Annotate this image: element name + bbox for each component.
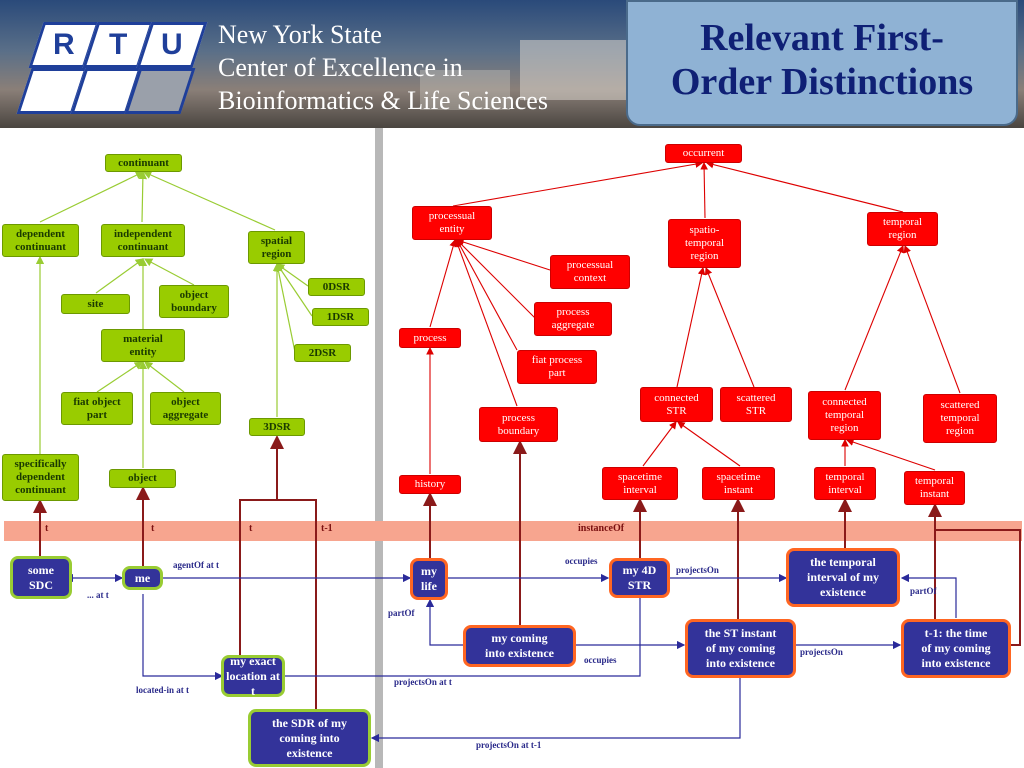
node-process: process — [399, 328, 461, 348]
label-occupies-top: occupies — [565, 556, 598, 566]
title-line-2: Order Distinctions — [670, 61, 974, 103]
instance-of-band — [4, 521, 1022, 541]
node-scattered-str: scattered STR — [720, 387, 792, 422]
node-dependent-continuant: dependent continuant — [2, 224, 79, 257]
label-located-in: located-in at t — [136, 685, 189, 695]
node-temporal-region: temporal region — [867, 212, 938, 246]
node-temporal-interval: temporal interval — [814, 467, 876, 500]
slide-title: Relevant First- Order Distinctions — [626, 0, 1018, 126]
band-label-t-1: t — [45, 523, 49, 534]
instance-me: me — [122, 566, 163, 590]
node-processual-context: processual context — [550, 255, 630, 289]
node-object-aggregate: object aggregate — [150, 392, 221, 425]
node-history: history — [399, 475, 461, 494]
node-occurrent: occurrent — [665, 144, 742, 163]
node-site: site — [61, 294, 130, 314]
node-connected-str: connected STR — [640, 387, 713, 422]
node-process-aggregate: process aggregate — [534, 302, 612, 336]
node-spatial-region: spatial region — [248, 231, 305, 264]
instance-my-life: my life — [410, 558, 448, 600]
instance-sdr-of-coming-into-existence: the SDR of my coming into existence — [248, 709, 371, 767]
node-0dsr: 0DSR — [308, 278, 365, 296]
label-occupies-bottom: occupies — [584, 655, 617, 665]
instance-my-4d-str: my 4D STR — [609, 558, 670, 598]
band-label-instance-of: instanceOf — [578, 523, 625, 534]
node-process-boundary: process boundary — [479, 407, 558, 442]
node-object: object — [109, 469, 176, 488]
node-3dsr: 3DSR — [249, 418, 305, 436]
org-line-2: Center of Excellence in — [218, 53, 463, 82]
band-label-t-2: t — [151, 523, 155, 534]
label-agent-of: agentOf at t — [173, 560, 219, 570]
organization-name: New York State Center of Excellence in B… — [218, 18, 548, 117]
node-fiat-process-part: fiat process part — [517, 350, 597, 384]
node-connected-temporal-region: connected temporal region — [808, 391, 881, 440]
node-processual-entity: processual entity — [412, 206, 492, 240]
org-line-3: Bioinformatics & Life Sciences — [218, 86, 548, 115]
title-line-1: Relevant First- — [700, 17, 944, 59]
node-independent-continuant: independent continuant — [101, 224, 185, 257]
label-projects-on-top: projectsOn — [676, 565, 719, 575]
instance-my-coming-into-existence: my coming into existence — [463, 625, 576, 667]
label-part-of-left: partOf — [388, 608, 415, 618]
band-label-t-3: t — [249, 523, 253, 534]
instance-temporal-interval-of-existence: the temporal interval of my existence — [786, 548, 900, 607]
node-1dsr: 1DSR — [312, 308, 369, 326]
section-divider — [375, 128, 383, 768]
node-fiat-object-part: fiat object part — [61, 392, 133, 425]
label-projects-on-at-t-minus-1: projectsOn at t-1 — [476, 740, 542, 750]
node-material-entity: material entity — [101, 329, 185, 362]
band-label-t-minus-1: t-1 — [321, 523, 333, 534]
instance-some-sdc: some SDC — [10, 556, 72, 599]
label-projects-on-mid: projectsOn — [800, 647, 843, 657]
instance-st-instant: the ST instant of my coming into existen… — [685, 619, 796, 678]
node-spacetime-instant: spacetime instant — [702, 467, 775, 500]
node-specifically-dependent-continuant: specifically dependent continuant — [2, 454, 79, 501]
node-scattered-temporal-region: scattered temporal region — [923, 394, 997, 443]
instance-my-exact-location: my exact location at t — [221, 654, 285, 698]
label-projects-on-at-t: projectsOn at t — [394, 677, 452, 687]
node-temporal-instant: temporal instant — [904, 471, 965, 505]
node-object-boundary: object boundary — [159, 285, 229, 318]
label-part-of-right: partOf — [910, 586, 937, 596]
instance-t-minus-1-time: t-1: the time of my coming into existenc… — [901, 619, 1011, 678]
org-line-1: New York State — [218, 20, 382, 49]
header-banner: R T U New York State Center of Excellenc… — [0, 0, 1024, 128]
node-spacetime-interval: spacetime interval — [602, 467, 678, 500]
node-continuant: continuant — [105, 154, 182, 172]
banner-building-photo — [520, 40, 630, 100]
label-at-t: ... at t — [87, 590, 109, 600]
node-spatiotemporal-region: spatio- temporal region — [668, 219, 741, 268]
node-2dsr: 2DSR — [294, 344, 351, 362]
banner-building-photo-2 — [420, 70, 510, 110]
